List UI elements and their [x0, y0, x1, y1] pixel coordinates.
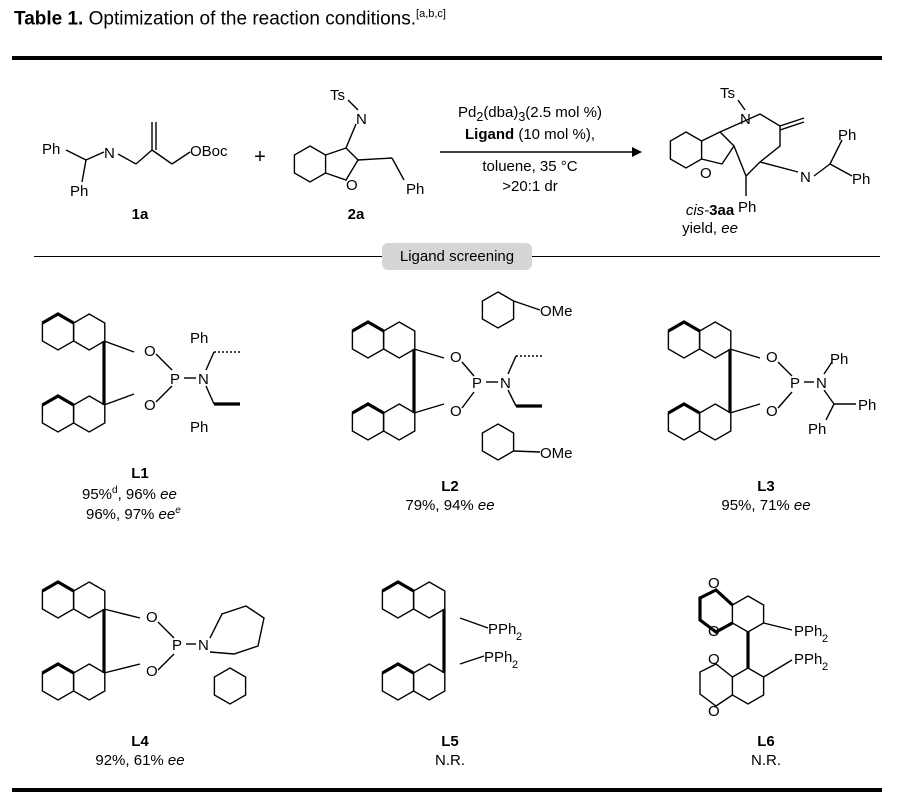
- ligand-L2-result: 79%, 94% ee: [405, 497, 495, 514]
- svg-text:N: N: [198, 371, 209, 388]
- ligand-L4-result: 92%, 61% ee: [95, 752, 185, 769]
- svg-text:Ph: Ph: [808, 421, 826, 438]
- svg-text:2: 2: [822, 633, 828, 645]
- compound-2a-structure: O N Ts Ph: [293, 87, 424, 198]
- table-title: Table 1. Optimization of the reaction co…: [14, 8, 446, 30]
- svg-text:2: 2: [516, 631, 522, 643]
- svg-text:Ph: Ph: [190, 419, 208, 436]
- svg-text:O: O: [708, 623, 720, 640]
- svg-text:O: O: [146, 663, 158, 680]
- svg-text:2: 2: [512, 659, 518, 671]
- ligand-L5-structure: PPh 2 PPh 2: [380, 580, 522, 702]
- svg-text:O: O: [708, 651, 720, 668]
- svg-text:Ts: Ts: [720, 85, 735, 102]
- conditions-line1: Pd2(dba)3(2.5 mol %): [458, 104, 602, 124]
- plus-sign: +: [254, 146, 266, 168]
- svg-text:Ph: Ph: [838, 127, 856, 144]
- ligand-L2-label: L2: [441, 478, 459, 495]
- ligand-L3-label: L3: [757, 478, 775, 495]
- ligand-L5-result: N.R.: [435, 752, 465, 769]
- svg-text:OMe: OMe: [540, 445, 573, 462]
- svg-text:O: O: [766, 403, 778, 420]
- svg-text:O: O: [766, 349, 778, 366]
- conditions-line3: toluene, 35 °C: [482, 158, 578, 175]
- svg-text:P: P: [472, 375, 482, 392]
- ligand-L1-structure: O O P N Ph Ph: [40, 312, 240, 436]
- svg-text:O: O: [708, 575, 720, 592]
- svg-text:N: N: [800, 169, 811, 186]
- svg-text:N: N: [816, 375, 827, 392]
- table-caption: Optimization of the reaction conditions.: [88, 8, 417, 30]
- ligand-L6-structure: O O O O PPh 2 PPh 2: [698, 575, 828, 720]
- svg-text:P: P: [790, 375, 800, 392]
- svg-text:O: O: [700, 165, 712, 182]
- svg-text:2: 2: [822, 661, 828, 673]
- ligand-L4-label: L4: [131, 733, 149, 750]
- compound-1a-label: 1a: [131, 206, 149, 223]
- svg-text:N: N: [198, 637, 209, 654]
- svg-text:O: O: [144, 397, 156, 414]
- svg-text:PPh: PPh: [794, 651, 822, 668]
- svg-text:N: N: [356, 111, 367, 128]
- svg-text:Ph: Ph: [190, 330, 208, 347]
- svg-text:N: N: [104, 145, 115, 162]
- svg-text:Ph: Ph: [830, 351, 848, 368]
- compound-1a-structure: Ph Ph N OBoc: [42, 122, 228, 200]
- svg-text:O: O: [450, 403, 462, 420]
- svg-text:O: O: [144, 343, 156, 360]
- conditions-line2: Ligand (10 mol %),: [464, 126, 596, 143]
- svg-text:PPh: PPh: [484, 649, 512, 666]
- product-3aa-structure: O N Ts N Ph Ph Ph: [669, 85, 870, 216]
- section-rule-left: [34, 256, 382, 257]
- svg-text:OBoc: OBoc: [190, 143, 228, 160]
- svg-text:P: P: [170, 371, 180, 388]
- reaction-arrow: [440, 147, 642, 157]
- table-footnote-refs: [a,b,c]: [416, 8, 446, 20]
- ligand-L1-result1: 95%d, 96% ee: [82, 485, 177, 503]
- bottom-rule: [12, 788, 882, 792]
- ligand-L4-structure: O O P N: [40, 580, 265, 705]
- svg-text:O: O: [708, 703, 720, 720]
- svg-text:PPh: PPh: [794, 623, 822, 640]
- svg-text:O: O: [450, 349, 462, 366]
- table-label: Table 1.: [14, 8, 84, 30]
- svg-text:OMe: OMe: [540, 303, 573, 320]
- product-note: yield, ee: [682, 220, 738, 237]
- svg-text:Ph: Ph: [738, 199, 756, 216]
- svg-text:Ph: Ph: [42, 141, 60, 158]
- ligand-L1-result2: 96%, 97% eee: [86, 505, 181, 523]
- top-rule: [12, 56, 882, 60]
- ligand-L2-structure: O O P N OMe OMe: [350, 291, 573, 462]
- svg-text:Ph: Ph: [852, 171, 870, 188]
- svg-text:N: N: [740, 111, 751, 128]
- svg-text:Ph: Ph: [70, 183, 88, 200]
- svg-text:Ph: Ph: [406, 181, 424, 198]
- ligand-L3-structure: O O P N Ph Ph Ph: [666, 320, 876, 442]
- product-label: cis-3aa: [685, 202, 735, 219]
- svg-text:Ts: Ts: [330, 87, 345, 104]
- svg-text:Ph: Ph: [858, 397, 876, 414]
- svg-text:O: O: [346, 177, 358, 194]
- ligand-L1-label: L1: [131, 465, 149, 482]
- section-rule-right: [532, 256, 880, 257]
- ligand-L6-result: N.R.: [751, 752, 781, 769]
- compound-2a-label: 2a: [347, 206, 365, 223]
- section-header: Ligand screening: [382, 243, 532, 270]
- conditions-line4: >20:1 dr: [502, 178, 558, 195]
- svg-text:O: O: [146, 609, 158, 626]
- svg-text:P: P: [172, 637, 182, 654]
- svg-text:PPh: PPh: [488, 621, 516, 638]
- svg-text:N: N: [500, 375, 511, 392]
- ligand-L6-label: L6: [757, 733, 775, 750]
- ligand-L5-label: L5: [441, 733, 459, 750]
- ligand-L3-result: 95%, 71% ee: [721, 497, 811, 514]
